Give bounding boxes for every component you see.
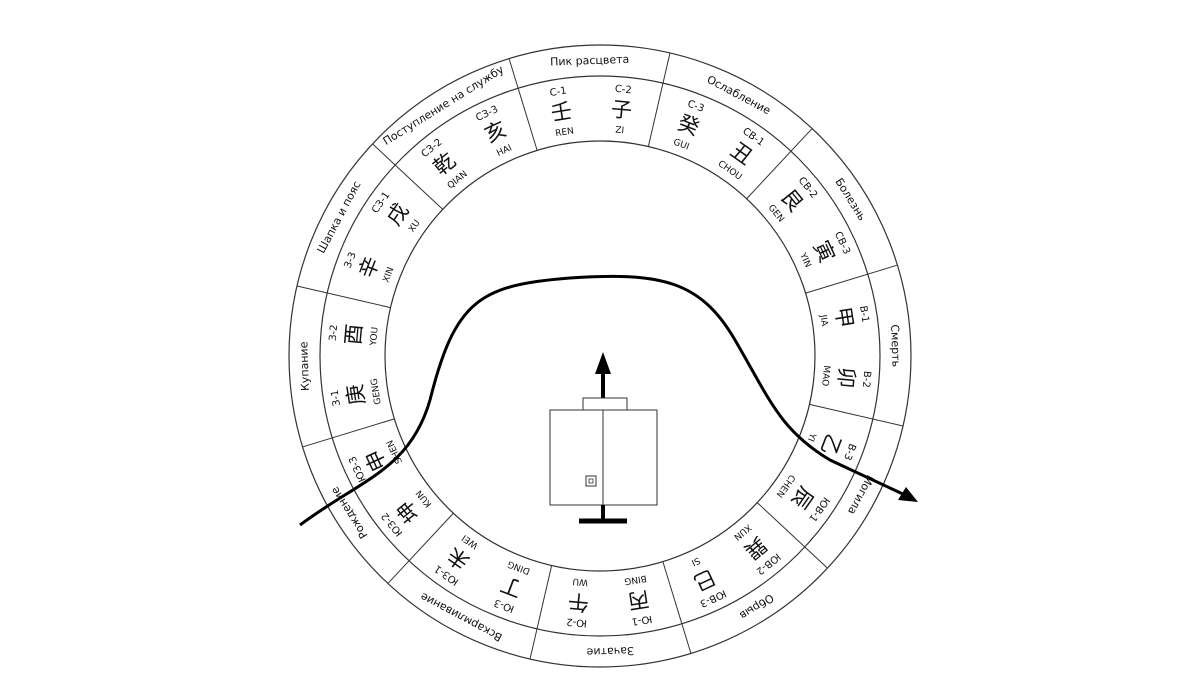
sector-divider — [302, 418, 395, 448]
branch-pinyin: YOU — [369, 327, 381, 347]
branch-character: 壬 — [549, 99, 573, 126]
stage-label: Обрыв — [737, 591, 776, 622]
sector-divider — [746, 128, 813, 200]
branch-character: 午 — [567, 589, 590, 615]
branch-code: В-1 — [857, 305, 870, 323]
sector-divider — [508, 58, 538, 151]
door-square-inner — [588, 478, 594, 484]
rings — [288, 44, 912, 668]
sector-dividers — [296, 52, 904, 660]
branch-item: Ю-2午 WU — [566, 575, 590, 628]
stage-label: Купание — [297, 341, 312, 391]
branch-code: С-2 — [614, 84, 632, 96]
branch-character: 申 — [361, 446, 392, 475]
branch-pinyin: YIN — [797, 251, 813, 270]
branch-pinyin: HAI — [495, 143, 513, 159]
branch-code: З-3 — [343, 251, 359, 270]
branch-pinyin: WU — [572, 575, 588, 586]
branch-pinyin: JIA — [817, 313, 829, 328]
branch-character: 寅 — [809, 237, 840, 266]
branch-pinyin: MAO — [819, 365, 831, 387]
branch-character: 癸 — [674, 110, 702, 140]
stage-label: Ослабление — [705, 73, 773, 118]
sector-divider — [647, 52, 671, 147]
branch-character: 丁 — [497, 572, 525, 602]
up-arrow-icon — [595, 352, 611, 374]
branch-character: 庚 — [343, 382, 370, 406]
house-top-block — [582, 397, 628, 411]
sector-divider — [529, 565, 553, 660]
branch-character: 甲 — [830, 305, 857, 329]
branch-code: В-2 — [860, 370, 872, 388]
branch-character: 子 — [610, 97, 633, 123]
branch-pinyin: GENG — [370, 378, 384, 406]
branch-pinyin: ZI — [615, 125, 625, 136]
sector-divider — [662, 561, 692, 654]
outer-ring — [288, 44, 912, 668]
branch-pinyin: GUI — [672, 137, 691, 152]
sector-divider — [372, 143, 444, 210]
sector-divider — [809, 403, 904, 427]
stage-labels: Пик расцветаОслаблениеБолезньСмертьМогил… — [297, 53, 902, 659]
branch-code: Ю-2 — [566, 616, 588, 629]
energy-curve — [299, 274, 906, 527]
sector-divider — [387, 512, 454, 584]
stage-label: Смерть — [888, 324, 902, 367]
stage-label: Зачатие — [586, 644, 634, 659]
stage-label: Пик расцвета — [550, 53, 630, 69]
branch-pinyin: BING — [623, 573, 647, 586]
inner-ring — [384, 140, 816, 572]
branch-pinyin: SI — [690, 555, 702, 568]
sector-divider — [756, 502, 828, 569]
branch-character: 丙 — [626, 586, 650, 613]
branch-character: 巳 — [690, 565, 719, 596]
branch-pinyin: DING — [506, 558, 531, 576]
branch-character: 亥 — [481, 117, 510, 148]
sector-divider — [805, 264, 898, 294]
branch-character: 辛 — [354, 253, 384, 281]
house-symbol — [549, 352, 658, 524]
branch-pinyin: XIN — [382, 266, 397, 284]
branch-pinyin: YI — [805, 430, 818, 442]
curve-arrowhead-icon — [898, 487, 918, 502]
branch-code: З-2 — [328, 324, 340, 341]
branch-character: 卯 — [833, 366, 859, 389]
stage-label: Болезнь — [832, 176, 868, 223]
door-square-icon — [585, 475, 597, 487]
branch-code: З-1 — [330, 389, 343, 407]
branch-code: Ю-1 — [631, 613, 653, 627]
branch-item: С-2子 ZI — [610, 84, 633, 136]
middle-ring — [319, 75, 881, 637]
sector-divider — [296, 285, 391, 309]
branch-code: С-1 — [549, 86, 567, 100]
branch-character: 酉 — [341, 323, 367, 346]
branch-pinyin: XU — [407, 218, 423, 234]
branch-pinyin: REN — [555, 126, 575, 139]
